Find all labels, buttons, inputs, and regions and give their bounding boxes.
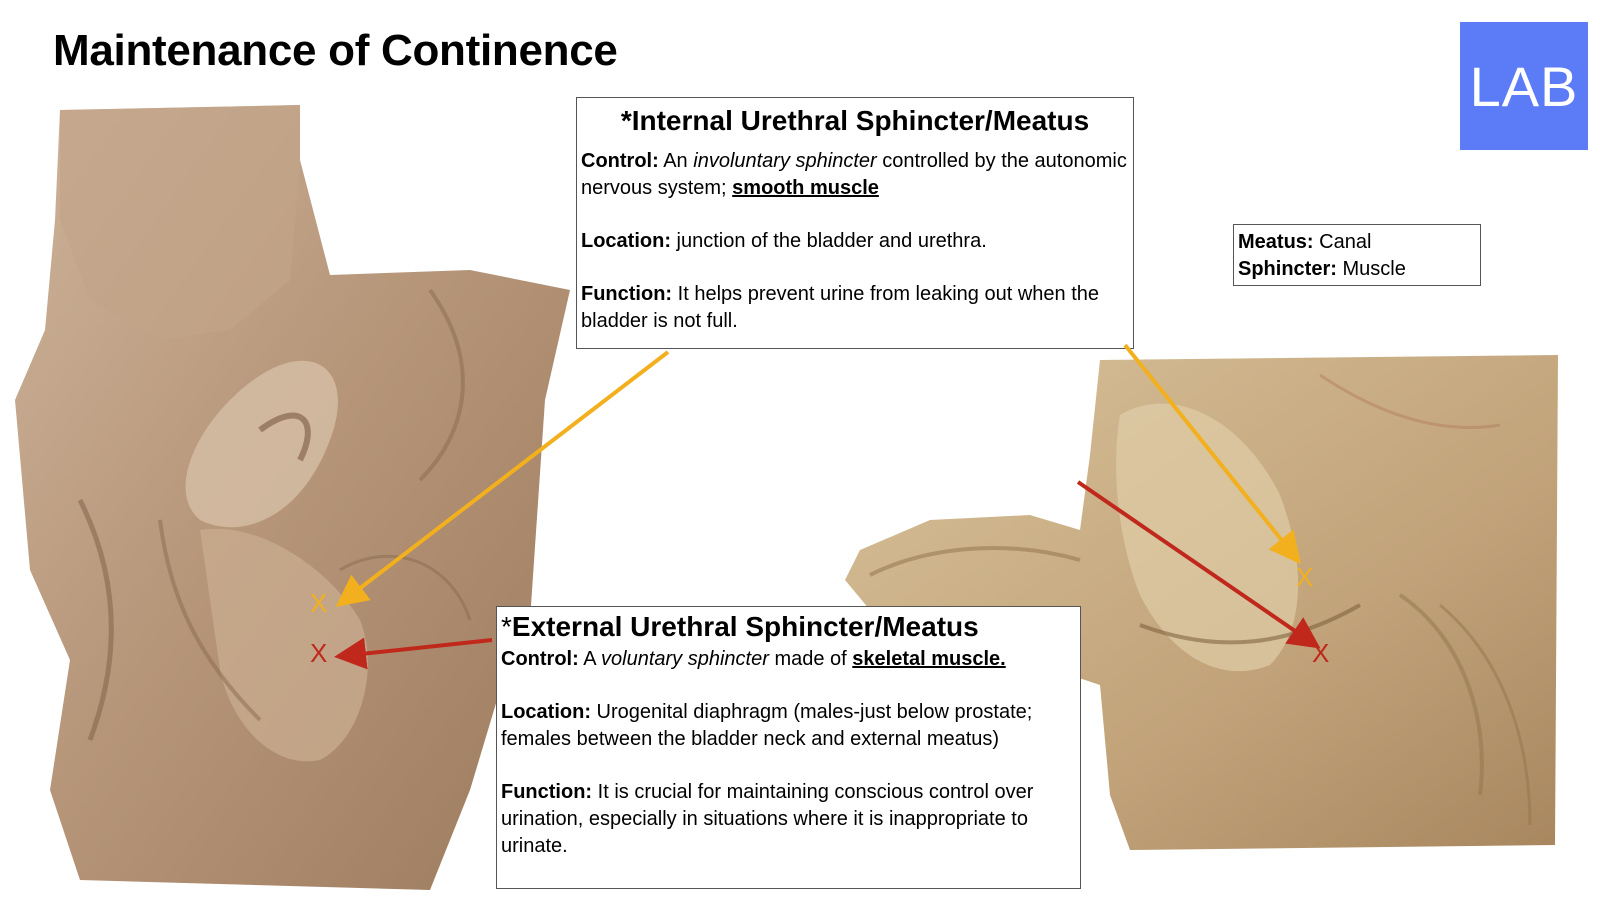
definitions-box: Meatus: Canal Sphincter: Muscle xyxy=(1233,224,1481,286)
meatus-definition: Meatus: Canal xyxy=(1238,231,1372,253)
external-marker-left: X xyxy=(310,638,327,668)
sphincter-definition: Sphincter: Muscle xyxy=(1238,258,1406,280)
internal-arrow-right xyxy=(1123,343,1302,565)
external-arrow-right xyxy=(1076,480,1321,649)
external-sphincter-box: *External Urethral Sphincter/Meatus Cont… xyxy=(496,606,1081,889)
external-function-text: Function: It is crucial for maintaining … xyxy=(501,781,1034,857)
external-location-text: Location: Urogenital diaphragm (males-ju… xyxy=(501,701,1033,750)
internal-control-text: Control: An involuntary sphincter contro… xyxy=(581,150,1127,199)
internal-marker-right: X xyxy=(1296,562,1313,592)
internal-sphincter-heading: *Internal Urethral Sphincter/Meatus xyxy=(620,105,1090,136)
internal-marker-left: X xyxy=(310,588,327,618)
external-marker-right: X xyxy=(1312,638,1329,668)
page-title: Maintenance of Continence xyxy=(53,26,618,75)
internal-location-text: Location: junction of the bladder and ur… xyxy=(581,230,987,252)
external-arrow-left xyxy=(334,637,493,670)
internal-arrow-left xyxy=(335,350,670,607)
lab-logo: LAB xyxy=(1460,22,1588,150)
left-specimen-image xyxy=(15,105,570,890)
internal-function-text: Function: It helps prevent urine from le… xyxy=(581,283,1100,332)
internal-sphincter-box: *Internal Urethral Sphincter/Meatus Cont… xyxy=(576,97,1134,349)
external-control-text: Control: A voluntary sphincter made of s… xyxy=(501,648,1006,670)
external-sphincter-heading: *External Urethral Sphincter/Meatus xyxy=(501,611,979,642)
lab-logo-text: LAB xyxy=(1469,54,1579,118)
